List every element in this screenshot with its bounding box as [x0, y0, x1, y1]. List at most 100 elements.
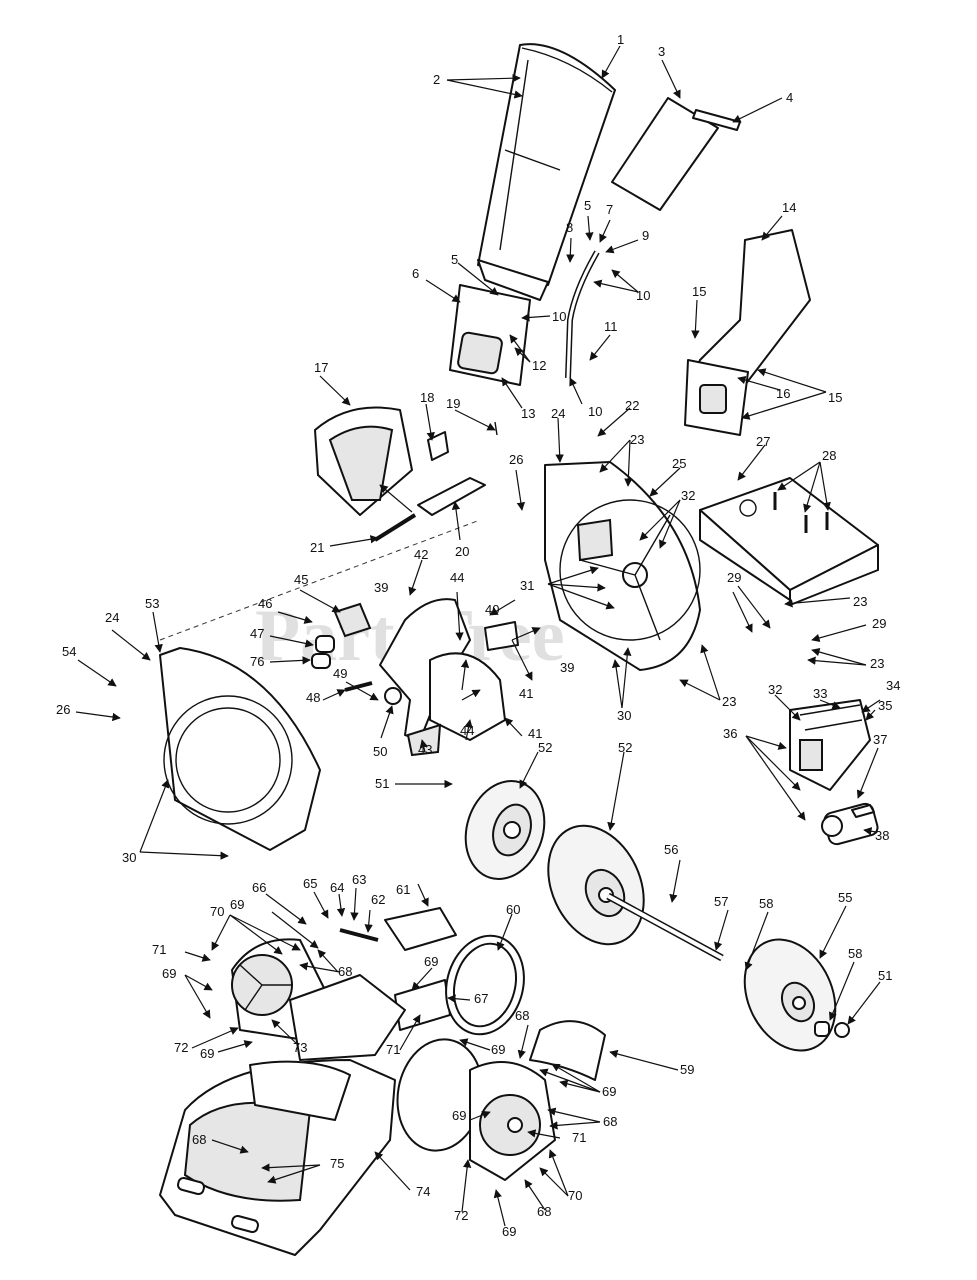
callout-57: 57 [714, 894, 728, 909]
callout-23c: 23 [870, 656, 884, 671]
callout-68d: 68 [537, 1204, 551, 1219]
callout-69f: 69 [602, 1084, 616, 1099]
callout-32a: 32 [681, 488, 695, 503]
callout-38: 38 [875, 828, 889, 843]
callout-28: 28 [822, 448, 836, 463]
side-frame [379, 598, 506, 757]
callout-52b: 52 [618, 740, 632, 755]
motor-bracket [789, 699, 871, 791]
starter-motor [821, 802, 879, 846]
callout-7: 7 [606, 202, 613, 217]
callout-59: 59 [680, 1062, 694, 1077]
callout-76: 76 [250, 654, 264, 669]
callout-15a: 15 [692, 284, 706, 299]
callout-18: 18 [420, 390, 434, 405]
callout-47: 47 [250, 626, 264, 641]
callout-41a: 41 [519, 686, 533, 701]
callout-71c: 71 [572, 1130, 586, 1145]
callout-69b: 69 [162, 966, 176, 981]
callout-4: 4 [786, 90, 793, 105]
callout-9: 9 [642, 228, 649, 243]
callout-16: 16 [776, 386, 790, 401]
callout-68b: 68 [515, 1008, 529, 1023]
callout-48: 48 [306, 690, 320, 705]
callout-52a: 52 [538, 740, 552, 755]
shaft-center-line [159, 519, 481, 641]
callout-31: 31 [520, 578, 534, 593]
callout-44a: 44 [450, 570, 464, 585]
callout-25: 25 [672, 456, 686, 471]
rear-housing [159, 647, 321, 851]
large-wheel-right [743, 938, 837, 1052]
callout-71b: 71 [386, 1042, 400, 1057]
callout-54: 54 [62, 644, 76, 659]
isolator-block [333, 602, 372, 638]
callout-51b: 51 [878, 968, 892, 983]
callout-12a: 12 [532, 358, 546, 373]
callout-69h: 69 [502, 1224, 516, 1239]
callout-40: 40 [485, 602, 499, 617]
callout-71a: 71 [152, 942, 166, 957]
callout-26a: 26 [509, 452, 523, 467]
callout-15b: 15 [828, 390, 842, 405]
callout-69a: 69 [230, 897, 244, 912]
mount-bracket-67 [394, 979, 451, 1031]
callout-68a: 68 [338, 964, 352, 979]
callout-39b: 39 [560, 660, 574, 675]
pin-19 [494, 421, 498, 436]
main-housing [544, 461, 701, 671]
callout-22: 22 [625, 398, 639, 413]
callout-63: 63 [352, 872, 366, 887]
callout-20: 20 [455, 544, 469, 559]
callout-1: 1 [617, 32, 624, 47]
large-wheel-left [547, 824, 645, 946]
bushing-76 [311, 653, 331, 669]
callout-67: 67 [474, 991, 488, 1006]
callout-51a: 51 [375, 776, 389, 791]
housing-shell [159, 1059, 396, 1256]
callout-68e: 68 [192, 1132, 206, 1147]
callout-64: 64 [330, 880, 344, 895]
callout-10a: 10 [636, 288, 650, 303]
callout-17: 17 [314, 360, 328, 375]
chute-adapter [449, 284, 531, 386]
callout-11: 11 [604, 319, 618, 334]
callout-61: 61 [396, 882, 410, 897]
callout-33: 33 [813, 686, 827, 701]
callout-65: 65 [303, 876, 317, 891]
gasket-ring [445, 934, 525, 1036]
callout-69d: 69 [424, 954, 438, 969]
callout-24a: 24 [551, 406, 565, 421]
mount-bracket-61 [384, 907, 457, 951]
callout-39a: 39 [374, 580, 388, 595]
callout-69e: 69 [491, 1042, 505, 1057]
callout-14: 14 [782, 200, 796, 215]
callout-58a: 58 [759, 896, 773, 911]
callout-60: 60 [506, 902, 520, 917]
callout-70b: 70 [568, 1188, 582, 1203]
callout-13: 13 [521, 406, 535, 421]
callout-8: 8 [566, 220, 573, 235]
callout-labels: 1 2 3 4 5 5 6 7 8 9 10 10 10 10 11 12 12… [56, 32, 900, 1239]
callout-74: 74 [416, 1184, 430, 1199]
callout-42: 42 [414, 547, 428, 562]
callout-29b: 29 [872, 616, 886, 631]
callout-45: 45 [294, 572, 308, 587]
callout-75: 75 [330, 1156, 344, 1171]
bolt-rod [373, 513, 417, 542]
spring-63 [339, 928, 379, 942]
wheel-axle-inner [607, 894, 723, 960]
callout-27: 27 [756, 434, 770, 449]
callout-70a: 70 [210, 904, 224, 919]
callout-29a: 29 [727, 570, 741, 585]
callout-19: 19 [446, 396, 460, 411]
bushing-47 [315, 635, 335, 653]
callout-49: 49 [333, 666, 347, 681]
callout-72a: 72 [174, 1040, 188, 1055]
callout-23b: 23 [853, 594, 867, 609]
bolt-set-28 [773, 492, 829, 533]
callout-72b: 72 [454, 1208, 468, 1223]
callout-37: 37 [873, 732, 887, 747]
callout-35: 35 [878, 698, 892, 713]
callout-55: 55 [838, 890, 852, 905]
